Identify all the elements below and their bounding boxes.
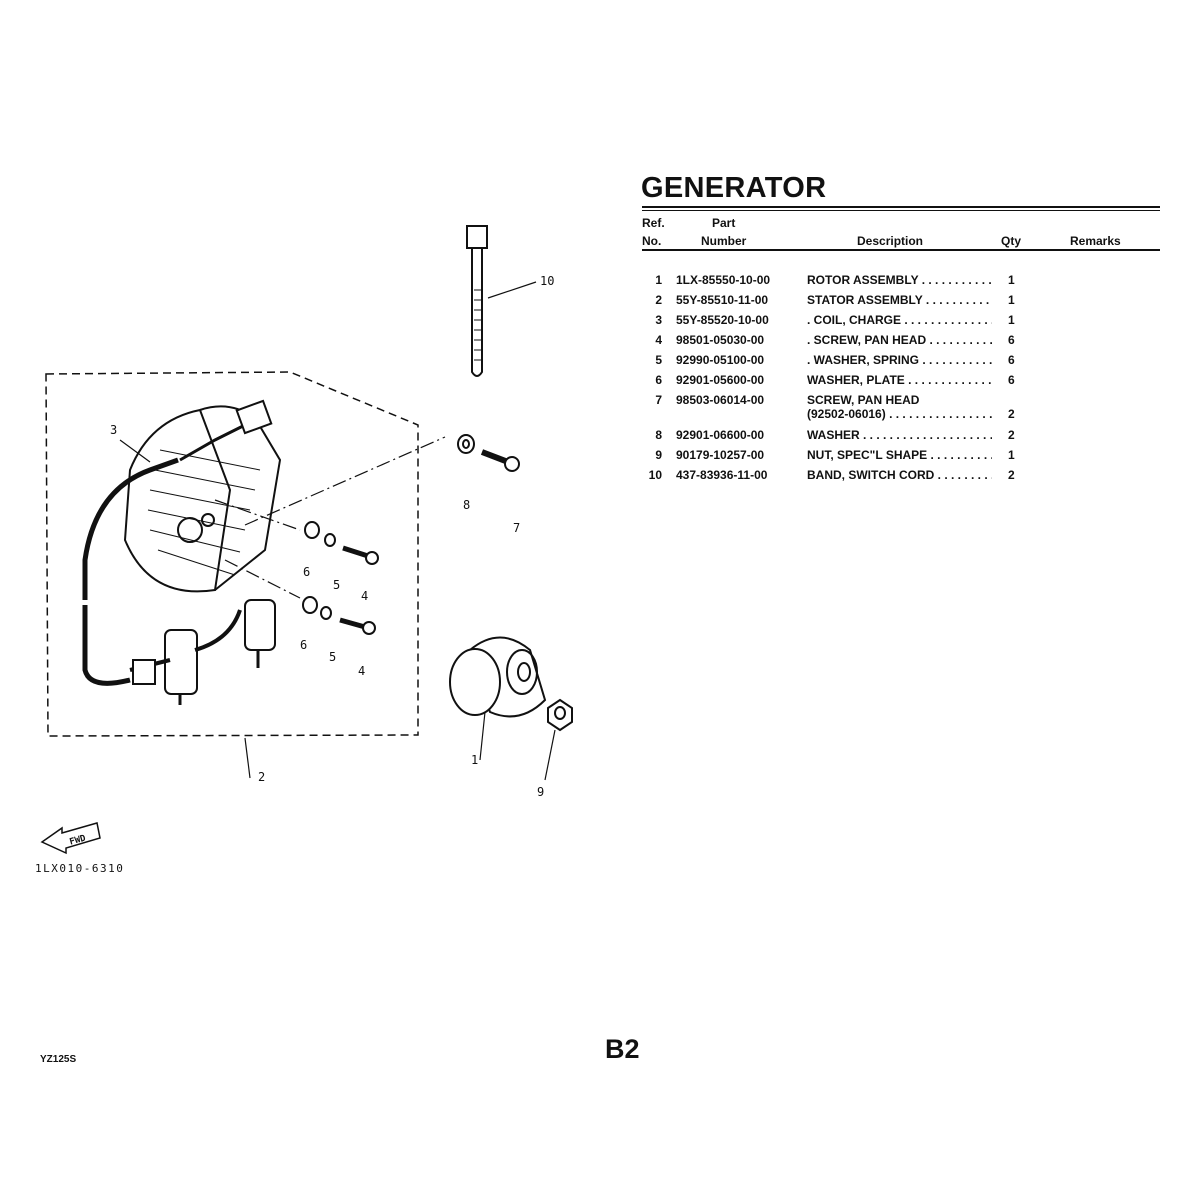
header-ref-1: Ref.	[642, 216, 665, 230]
callout-5b: 5	[329, 650, 336, 664]
header-ref-2: No.	[642, 234, 662, 248]
table-row: 9 90179-10257-00 NUT, SPEC"L SHAPE . . . .…	[642, 448, 1162, 468]
quantity: 6	[1008, 333, 1015, 347]
description: SCREW, PAN HEAD	[807, 393, 920, 407]
part-number: 437-83936-11-00	[676, 468, 768, 482]
ref-no: 10	[648, 468, 662, 482]
title-rule-thin	[642, 210, 1160, 211]
part-number: 98501-05030-00	[676, 333, 765, 347]
description: BAND, SWITCH CORD . . . . . . . . . . . …	[807, 468, 992, 482]
ref-no: 8	[655, 428, 662, 442]
header-part-1: Part	[712, 216, 736, 230]
description: WASHER, PLATE . . . . . . . . . . . . . …	[807, 373, 992, 387]
part-number: 92990-05100-00	[676, 353, 765, 367]
description: . SCREW, PAN HEAD . . . . . . . . . . . …	[807, 333, 992, 347]
callout-1: 1	[471, 753, 478, 767]
table-row: 7 98503-06014-00 SCREW, PAN HEAD(92502-060…	[642, 393, 1162, 421]
description: NUT, SPEC"L SHAPE . . . . . . . . . . . …	[807, 448, 992, 462]
quantity: 1	[1008, 273, 1015, 287]
switch-cord-band-drawing	[466, 225, 537, 377]
description: WASHER . . . . . . . . . . . . . . . . .…	[807, 428, 992, 442]
quantity: 1	[1008, 448, 1015, 462]
table-row: 1 1LX-85550-10-00 ROTOR ASSEMBLY . . . . .…	[642, 273, 1162, 293]
rotor-drawing	[449, 636, 547, 761]
header-part-2: Number	[701, 234, 747, 248]
fwd-label: FWD	[69, 834, 88, 848]
description: ROTOR ASSEMBLY . . . . . . . . . . . . .…	[807, 273, 992, 287]
model-code: YZ125S	[40, 1054, 77, 1065]
stator-assembly-outline	[45, 371, 419, 737]
table-row: 5 92990-05100-00 . WASHER, SPRING . . . . …	[642, 353, 1162, 373]
header-remarks: Remarks	[1070, 234, 1121, 248]
part-number: 1LX-85550-10-00	[676, 273, 771, 287]
ref-no: 5	[655, 353, 662, 367]
callout-4b: 4	[358, 664, 365, 678]
header-rule	[642, 249, 1160, 251]
stator-drawing	[82, 399, 282, 705]
description: . COIL, CHARGE . . . . . . . . . . . . .…	[807, 313, 992, 327]
table-row: 2 55Y-85510-11-00 STATOR ASSEMBLY . . . . …	[642, 293, 1162, 313]
drawing-code: 1LX010-6310	[35, 862, 124, 875]
quantity: 2	[1008, 407, 1015, 421]
quantity: 1	[1008, 293, 1015, 307]
callout-9: 9	[537, 785, 544, 799]
ref-no: 1	[655, 273, 662, 287]
callout-10: 10	[540, 274, 554, 288]
washers-screws-drawing	[302, 434, 520, 635]
callout-2: 2	[258, 770, 265, 784]
callout-6b: 6	[300, 638, 307, 652]
ref-no: 9	[655, 448, 662, 462]
description: . WASHER, SPRING . . . . . . . . . . . .…	[807, 353, 992, 367]
page-number: B2	[605, 1034, 640, 1064]
header-qty: Qty	[1001, 234, 1022, 248]
part-number: 55Y-85510-11-00	[676, 293, 769, 307]
part-number: 55Y-85520-10-00	[676, 313, 769, 327]
part-number: 90179-10257-00	[676, 448, 765, 462]
part-number: 92901-05600-00	[676, 373, 765, 387]
callout-6: 6	[303, 565, 310, 579]
quantity: 6	[1008, 353, 1015, 367]
ref-no: 7	[655, 393, 662, 407]
callout-5: 5	[333, 578, 340, 592]
part-number: 92901-06600-00	[676, 428, 765, 442]
table-row: 10 437-83936-11-00 BAND, SWITCH CORD . . .…	[642, 468, 1162, 488]
description-line2: (92502-06016) . . . . . . . . . . . . . …	[807, 407, 992, 421]
title-rule	[642, 206, 1160, 208]
header-description: Description	[857, 234, 924, 248]
callout-3: 3	[110, 423, 117, 437]
description: STATOR ASSEMBLY . . . . . . . . . . . . …	[807, 293, 992, 307]
quantity: 2	[1008, 468, 1015, 482]
ref-no: 6	[655, 373, 662, 387]
part-number: 98503-06014-00	[676, 393, 765, 407]
callout-8: 8	[463, 498, 470, 512]
nut-drawing	[544, 698, 573, 781]
table-row: 3 55Y-85520-10-00 . COIL, CHARGE . . . . .…	[642, 313, 1162, 333]
table-row: 8 92901-06600-00 WASHER . . . . . . . . . …	[642, 428, 1162, 448]
ref-no: 4	[655, 333, 662, 347]
ref-no: 3	[655, 313, 662, 327]
callout-labels: 10 3 8 7 6 5 4 6 5 4 1 2 9 FWD 1LX010-63…	[35, 274, 554, 875]
page-title: GENERATOR	[641, 172, 827, 204]
ref-no: 2	[655, 293, 662, 307]
fwd-arrow-icon	[40, 822, 101, 855]
callout-4: 4	[361, 589, 368, 603]
quantity: 2	[1008, 428, 1015, 442]
table-row: 4 98501-05030-00 . SCREW, PAN HEAD . . . .…	[642, 333, 1162, 353]
quantity: 1	[1008, 313, 1015, 327]
callout-7: 7	[513, 521, 520, 535]
quantity: 6	[1008, 373, 1015, 387]
table-row: 6 92901-05600-00 WASHER, PLATE . . . . . .…	[642, 373, 1162, 393]
